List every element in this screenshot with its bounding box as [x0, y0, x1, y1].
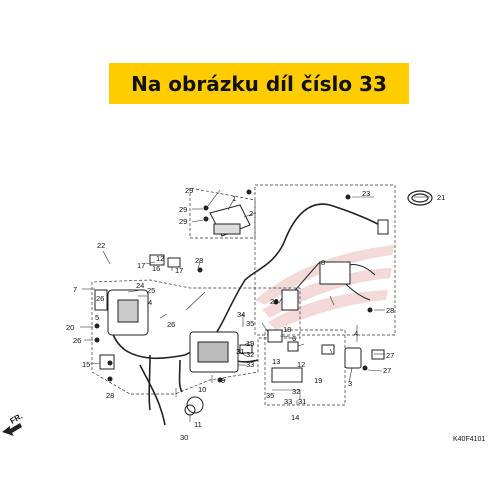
callout-29c: 29 [179, 217, 187, 226]
callout-19a: 19 [246, 339, 254, 348]
callout-21: 21 [437, 193, 445, 202]
assembly-outline-main [91, 184, 396, 406]
callout-2: 2 [249, 209, 253, 218]
callout-27a: 27 [386, 351, 394, 360]
control-unit-2 [209, 204, 251, 237]
callout-28a: 28 [195, 256, 203, 265]
callout-20: 20 [66, 323, 74, 332]
callout-8: 8 [321, 258, 325, 267]
callout-4b: 4 [354, 329, 358, 338]
callout-33a: 33 [246, 360, 254, 369]
callout-26c: 26 [167, 320, 175, 329]
callout-28d: 28 [386, 306, 394, 315]
part-number-banner: Na obrázku díl číslo 33 [109, 63, 409, 104]
callout-17a: 17 [137, 261, 145, 270]
sensor-coil-21 [407, 190, 433, 206]
callout-34: 34 [237, 310, 245, 319]
callout-35a: 35 [246, 319, 254, 328]
callout-11: 11 [194, 420, 202, 429]
callout-33b: 33 [284, 397, 292, 406]
banner-text: Na obrázku díl číslo 33 [131, 71, 387, 96]
callout-35b: 35 [266, 391, 274, 400]
leader-lines [80, 189, 430, 422]
relay-connector-group [94, 219, 389, 383]
callout-13: 13 [272, 357, 280, 366]
callout-7: 7 [73, 285, 77, 294]
callout-12b: 12 [297, 360, 305, 369]
callout-29a: 29 [185, 186, 193, 195]
callout-24: 24 [136, 281, 144, 290]
callout-31b: 31 [298, 397, 306, 406]
callout-28b: 28 [106, 391, 114, 400]
callout-25: 25 [147, 286, 155, 295]
callout-32b: 32 [292, 387, 300, 396]
callout-27b: 27 [383, 366, 391, 375]
diagram-code: K40F4101 [453, 436, 485, 443]
callout-16: 16 [152, 264, 160, 273]
honda-watermark [255, 245, 395, 330]
callout-17b: 17 [175, 266, 183, 275]
callout-31a: 31 [236, 347, 244, 356]
callout-14: 14 [291, 413, 299, 422]
callout-3: 3 [348, 379, 352, 388]
callout-4: 4 [148, 298, 152, 307]
callout-32a: 32 [246, 350, 254, 359]
direction-label: FR. [9, 411, 25, 425]
callout-1: 1 [232, 194, 236, 203]
callout-22: 22 [97, 241, 105, 250]
callout-26b: 26 [73, 336, 81, 345]
callout-30: 30 [180, 433, 188, 442]
callout-18: 18 [283, 325, 291, 334]
callout-6: 6 [292, 334, 296, 343]
front-direction-arrow: FR. [2, 411, 24, 436]
callout-12: 12 [156, 254, 164, 263]
callout-28c: 28 [270, 297, 278, 306]
callout-26a: 26 [96, 294, 104, 303]
callout-15: 15 [82, 360, 90, 369]
part-labels: 29 29 29 1 2 23 21 22 12 17 16 17 28 7 2… [66, 186, 485, 443]
callout-5: 5 [95, 313, 99, 322]
callout-9: 9 [221, 376, 225, 385]
callout-23: 23 [362, 189, 370, 198]
callout-29b: 29 [179, 205, 187, 214]
callout-19b: 19 [314, 376, 322, 385]
callout-10: 10 [198, 385, 206, 394]
